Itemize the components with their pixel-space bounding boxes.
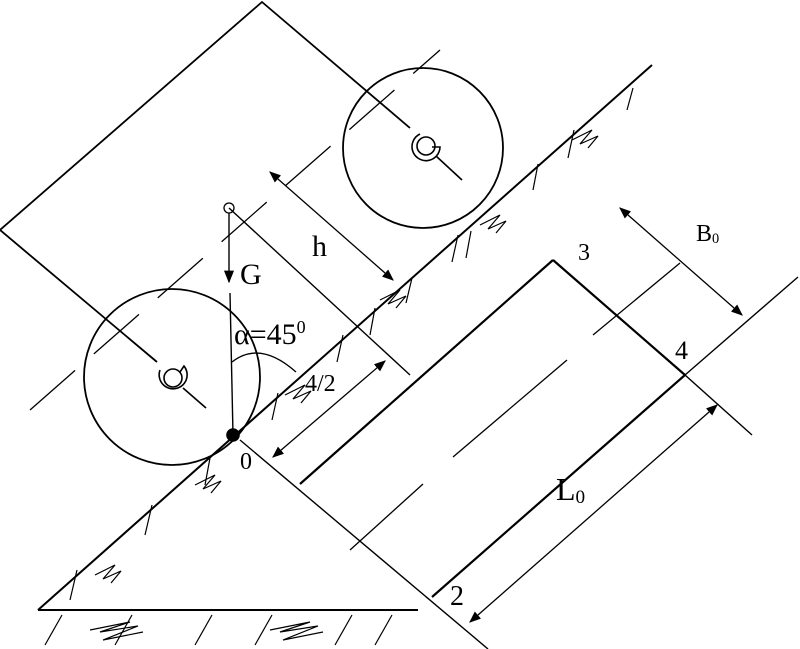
inner-dash-2 xyxy=(452,359,568,458)
slope-surface xyxy=(37,64,653,611)
angle-arc xyxy=(231,352,297,373)
gravity-label: G xyxy=(240,258,262,291)
vertical-line xyxy=(229,292,234,436)
half-track-label: 4/2 xyxy=(305,371,336,397)
rear-hub xyxy=(411,133,463,181)
point-3-label: 3 xyxy=(578,240,590,266)
b0-sub: 0 xyxy=(712,231,720,248)
point-2-label: 2 xyxy=(450,581,464,612)
l0-sub: 0 xyxy=(575,486,586,508)
inner-dash-3 xyxy=(349,483,424,551)
half-track-arrow xyxy=(272,360,386,458)
vehicle-centerline xyxy=(29,49,441,411)
vehicle-body xyxy=(0,0,411,363)
outer-edge xyxy=(684,276,799,376)
l0-dimension-arrow xyxy=(469,404,718,623)
height-label: h xyxy=(312,230,327,263)
b0-label: B0 xyxy=(696,222,719,247)
cg-perpendicular xyxy=(228,207,411,376)
b0-main: B xyxy=(696,221,713,247)
edge-upper xyxy=(299,259,554,485)
l0-label: L0 xyxy=(556,473,585,507)
origin-label: 0 xyxy=(240,449,252,475)
h-dimension-arrow xyxy=(269,171,394,281)
angle-label: α=450 xyxy=(234,318,306,350)
line-4-extension xyxy=(684,374,753,436)
l0-main: L xyxy=(556,471,576,507)
b0-dimension-arrow xyxy=(619,207,743,316)
line-0-2 xyxy=(239,439,489,649)
rear-wheel xyxy=(342,67,504,229)
angle-value: α=45 xyxy=(234,317,297,351)
pivot-point-0 xyxy=(226,428,240,442)
angle-degree: 0 xyxy=(296,317,306,337)
point-4-label: 4 xyxy=(675,336,688,365)
front-wheel xyxy=(83,288,261,466)
front-hub xyxy=(158,364,207,409)
edge-3-4 xyxy=(552,259,686,376)
ground-hatch xyxy=(44,614,393,646)
slope-hatch xyxy=(69,87,634,601)
inner-dash-1 xyxy=(592,262,681,336)
